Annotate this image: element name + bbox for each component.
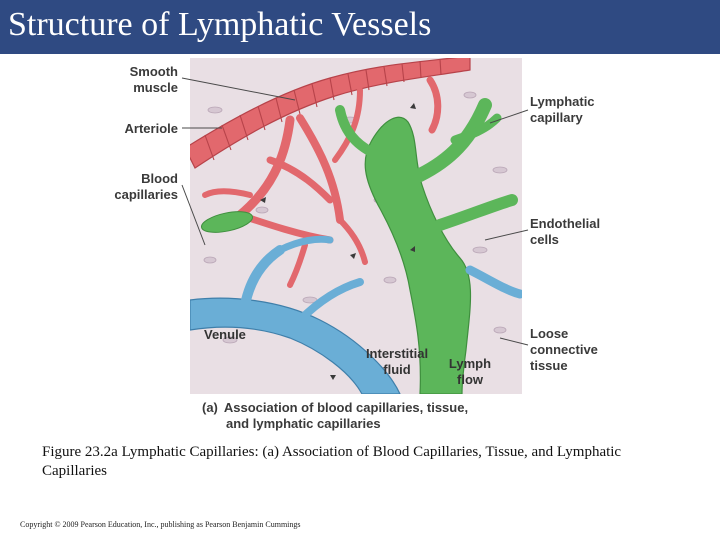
- copyright-notice: Copyright © 2009 Pearson Education, Inc.…: [20, 520, 301, 529]
- label-smooth-muscle-line1: Smooth: [129, 64, 178, 79]
- label-venule: Venule: [204, 327, 246, 342]
- label-endothelial-cells-line1: Endothelial: [530, 216, 601, 231]
- lymph-fragment: [200, 211, 254, 233]
- label-interstitial-fluid: Interstitial fluid: [360, 346, 434, 378]
- label-endothelial-cells-line2: cells: [530, 232, 559, 247]
- label-arteriole: Arteriole: [124, 121, 178, 136]
- slide-title: Structure of Lymphatic Vessels: [8, 6, 432, 43]
- label-loose-connective-line3: tissue: [530, 358, 568, 373]
- label-smooth-muscle-line2: muscle: [133, 80, 178, 95]
- label-blood-capillaries-line2: capillaries: [114, 187, 178, 202]
- label-blood-capillaries: Blood capillaries: [96, 171, 178, 203]
- smooth-muscle-bands: [204, 58, 442, 161]
- subcaption-line2: and lymphatic capillaries: [226, 416, 381, 431]
- label-lymph-flow: Lymph flow: [444, 356, 496, 388]
- label-lymphatic-capillary-line1: Lymphatic: [530, 94, 595, 109]
- label-lymph-flow-line2: flow: [457, 372, 483, 387]
- label-lymphatic-capillary-line2: capillary: [530, 110, 583, 125]
- label-interstitial-line1: Interstitial: [365, 346, 429, 361]
- venule-branches: [240, 235, 522, 324]
- label-loose-connective-line1: Loose: [530, 326, 569, 341]
- figure-subcaption: (a) Association of blood capillaries, tis…: [202, 400, 468, 432]
- label-interstitial-line2: fluid: [383, 362, 411, 377]
- label-endothelial-cells: Endothelial cells: [530, 216, 600, 248]
- venule: [190, 297, 401, 394]
- figure-caption: Figure 23.2a Lymphatic Capillaries: (a) …: [42, 444, 622, 479]
- label-smooth-muscle: Smooth muscle: [110, 64, 178, 96]
- label-lymphatic-capillary: Lymphatic capillary: [530, 94, 595, 126]
- label-lymph-flow-line1: Lymph: [448, 356, 492, 371]
- lymphatic-capillary: [364, 116, 472, 394]
- lymphatic-vessels-illustration: [181, 58, 529, 394]
- flow-arrows: [260, 103, 416, 380]
- label-blood-capillaries-line1: Blood: [141, 171, 178, 186]
- label-loose-connective-tissue: Loose connective tissue: [530, 326, 598, 374]
- label-loose-connective-line2: connective: [530, 342, 598, 357]
- subcaption-panel-label: (a): [202, 400, 218, 415]
- subcaption-line1: Association of blood capillaries, tissue…: [223, 400, 469, 415]
- label-leader-lines: [181, 77, 529, 346]
- title-bar: [0, 0, 720, 54]
- blood-capillaries: [202, 76, 442, 288]
- lymphatic-branches: [335, 98, 518, 231]
